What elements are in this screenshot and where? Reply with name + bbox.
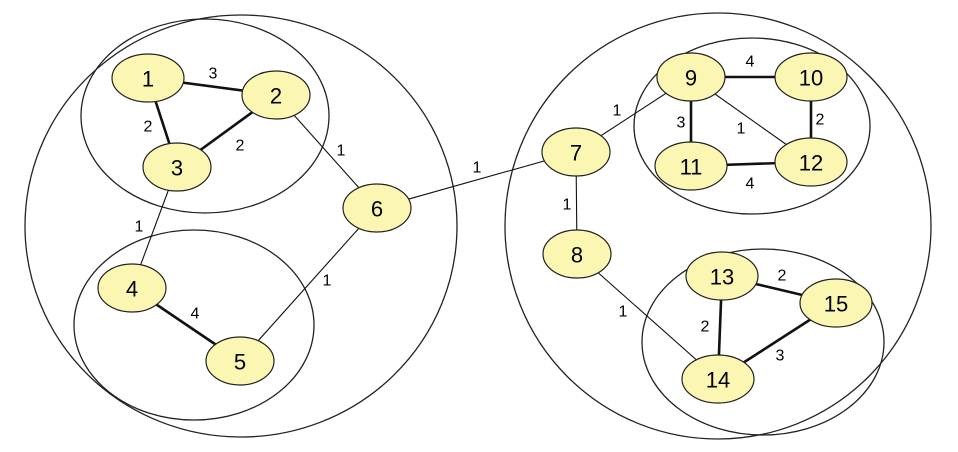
edge-weight-7-9: 1: [613, 103, 622, 120]
node-8-label: 8: [571, 243, 583, 268]
node-13-shape: [685, 251, 759, 301]
node-15: 15: [799, 278, 873, 328]
cluster-right-outer: [504, 12, 932, 440]
node-7: 7: [541, 127, 611, 177]
node-4-shape: [97, 263, 167, 313]
edge-8-14: [576, 253, 719, 380]
edge-weight-2-3: 2: [236, 138, 245, 155]
node-11: 11: [654, 141, 728, 191]
edge-weight-14-15: 3: [776, 348, 785, 365]
node-1-label: 1: [142, 67, 154, 92]
edge-weight-7-8: 1: [563, 197, 572, 214]
node-4: 4: [97, 263, 167, 313]
clusters-layer: [24, 12, 932, 440]
edge-weight-13-15: 2: [778, 268, 787, 285]
edge-weight-9-11: 3: [677, 115, 686, 132]
node-5: 5: [205, 336, 275, 386]
node-2-shape: [241, 70, 311, 120]
node-11-shape: [654, 141, 728, 191]
node-15-shape: [799, 278, 873, 328]
node-6: 6: [342, 183, 412, 233]
node-14-shape: [681, 354, 755, 404]
node-5-label: 5: [234, 350, 246, 375]
node-14: 14: [681, 354, 755, 404]
node-10: 10: [774, 52, 848, 102]
edge-weight-2-6: 1: [337, 143, 346, 160]
cluster-left-bottom: [73, 229, 315, 421]
edge-weight-5-6: 1: [323, 273, 332, 290]
edge-weight-13-14: 2: [701, 319, 710, 336]
node-1: 1: [111, 53, 185, 103]
node-12-label: 12: [799, 151, 823, 176]
edge-weight-1-3: 2: [144, 119, 153, 136]
edge-6-7: [376, 151, 577, 209]
node-12-shape: [774, 137, 848, 187]
node-6-shape: [342, 183, 412, 233]
node-6-label: 6: [371, 197, 383, 222]
node-13: 13: [685, 251, 759, 301]
edge-weight-8-14: 1: [619, 304, 628, 321]
node-15-label: 15: [824, 292, 848, 317]
node-10-label: 10: [799, 66, 823, 91]
cluster-right-bottom: [641, 248, 885, 436]
node-4-label: 4: [126, 277, 138, 302]
node-11-label: 11: [680, 155, 703, 180]
node-3-label: 3: [171, 156, 183, 181]
node-12: 12: [774, 137, 848, 187]
edge-weight-4-5: 4: [191, 306, 200, 323]
node-8-shape: [542, 229, 612, 279]
edge-5-6: [239, 207, 378, 362]
cluster-right-top: [633, 37, 871, 215]
edge-weight-3-4: 1: [135, 219, 144, 236]
node-13-label: 13: [710, 265, 734, 290]
node-10-shape: [774, 52, 848, 102]
node-1-shape: [111, 53, 185, 103]
node-9-shape: [656, 52, 726, 102]
edge-weight-9-10: 4: [746, 54, 755, 71]
edge-weight-1-2: 3: [209, 66, 218, 83]
edge-weight-6-7: 1: [473, 160, 482, 177]
node-2-label: 2: [270, 84, 282, 109]
node-3-shape: [142, 142, 212, 192]
edge-weight-9-12: 1: [737, 121, 746, 138]
edge-weight-10-12: 2: [816, 112, 825, 129]
node-5-shape: [205, 336, 275, 386]
node-9: 9: [656, 52, 726, 102]
node-7-label: 7: [570, 141, 582, 166]
node-9-label: 9: [685, 66, 697, 91]
node-3: 3: [142, 142, 212, 192]
node-7-shape: [541, 127, 611, 177]
cluster-left-top: [80, 18, 330, 214]
node-8: 8: [542, 229, 612, 279]
cluster-left-outer: [24, 14, 458, 438]
node-2: 2: [241, 70, 311, 120]
node-14-label: 14: [706, 368, 730, 393]
edge-weight-11-12: 4: [746, 176, 755, 193]
